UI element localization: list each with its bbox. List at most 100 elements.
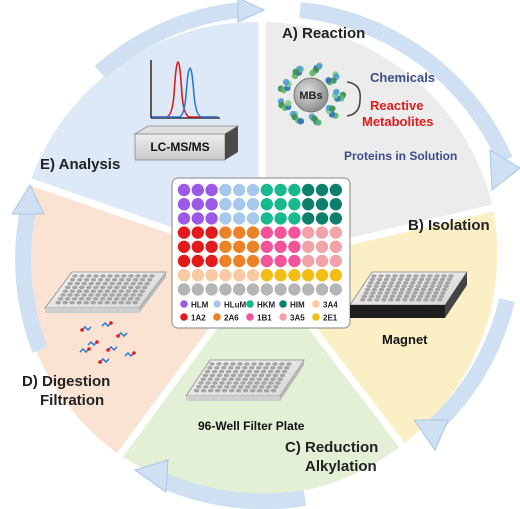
reaction-step: A) Reaction MBs Chemicals Reactive Metab… — [277, 25, 457, 163]
plate-well — [246, 226, 260, 239]
plate-well — [191, 240, 204, 253]
plate-well — [260, 240, 273, 253]
plate-well — [260, 254, 273, 268]
plate-well — [315, 212, 329, 225]
plate-well — [302, 240, 315, 253]
plate-well — [260, 212, 273, 225]
plate-well — [219, 183, 232, 197]
plate-well — [246, 269, 260, 282]
plate-well — [288, 183, 301, 197]
digestion-step: D) Digestion Filtration — [22, 271, 167, 409]
plate-well — [205, 226, 218, 239]
arrow-reaction-to-isolation — [299, 2, 513, 164]
arrowhead-isolation — [413, 419, 449, 452]
plate-well — [274, 198, 287, 211]
plate-well — [177, 269, 191, 282]
legend-label: 1A2 — [191, 313, 206, 322]
bracket-icon — [346, 81, 362, 117]
legend-swatch — [246, 300, 254, 308]
reduction-step: 96-Well Filter Plate C) Reduction Alkyla… — [185, 359, 378, 475]
analysis-title: E) Analysis — [40, 156, 120, 173]
plate-well — [246, 254, 260, 268]
plate-well — [288, 240, 301, 253]
plate-well — [191, 183, 204, 197]
arrow-reduction-to-digestion — [154, 470, 307, 509]
plate-well — [177, 254, 191, 268]
plate-well — [219, 212, 232, 225]
legend-label: 2E1 — [323, 313, 338, 322]
plate-well — [177, 212, 191, 225]
digestion-title-line2: Filtration — [40, 392, 104, 409]
plate-well — [315, 226, 329, 239]
plate-well — [315, 240, 329, 253]
legend-label: HIM — [290, 300, 305, 309]
filter-plate-label: 96-Well Filter Plate — [198, 419, 305, 433]
plate-well — [315, 269, 329, 282]
plate-well — [315, 198, 329, 211]
plate-well — [191, 198, 204, 211]
plate-well — [233, 183, 246, 197]
peptide-fragments-icon — [79, 321, 136, 364]
plate-well — [274, 254, 287, 268]
legend-swatch — [213, 300, 221, 308]
legend-swatch — [180, 313, 188, 321]
plate-well — [246, 198, 260, 211]
lcms-instrument-icon — [133, 125, 240, 161]
plate-well — [329, 283, 342, 296]
plate-well — [288, 254, 301, 268]
plate-well — [219, 254, 232, 268]
reactive-label-line2: Metabolites — [362, 114, 434, 129]
legend-label: 2A6 — [224, 313, 239, 322]
magnetic-bead-icon — [293, 77, 329, 113]
plate-well — [260, 269, 273, 282]
plate-well — [177, 283, 191, 296]
plate-well — [177, 183, 191, 197]
plate-well — [302, 212, 315, 225]
plate-well — [191, 269, 204, 282]
plate-well — [302, 283, 315, 296]
plate-well — [302, 198, 315, 211]
plate-well — [329, 226, 342, 239]
arrowhead-reaction — [489, 149, 520, 191]
plate-well — [288, 198, 301, 211]
isolation-step: B) Isolation Magnet — [349, 217, 490, 347]
chromatogram-icon — [150, 60, 220, 119]
plate-well — [260, 226, 273, 239]
plate-well — [233, 198, 246, 211]
plate-well — [219, 226, 232, 239]
plate-well — [274, 212, 287, 225]
plate-well — [274, 240, 287, 253]
arrow-analysis-to-reaction — [94, 2, 241, 79]
plate-well — [288, 269, 301, 282]
plate-well — [274, 183, 287, 197]
plate-well — [329, 240, 342, 253]
plate-well — [329, 198, 342, 211]
legend-label: HLuM — [224, 300, 247, 309]
protein-cluster-icon — [277, 62, 347, 126]
plate-well — [329, 269, 342, 282]
plate-well — [205, 283, 218, 296]
plate-well — [205, 183, 218, 197]
plate-well — [329, 254, 342, 268]
plate-well — [219, 240, 232, 253]
plate-well — [233, 226, 246, 239]
arrow-isolation-to-reduction — [424, 298, 515, 436]
arrowhead-analysis — [237, 0, 266, 23]
digestion-title-line1: D) Digestion — [22, 373, 110, 390]
legend-swatch — [246, 313, 254, 321]
plate-well — [205, 240, 218, 253]
plate-well — [177, 240, 191, 253]
plate-well — [260, 283, 273, 296]
plate-well — [233, 212, 246, 225]
plate-well — [315, 283, 329, 296]
plate-well — [233, 283, 246, 296]
plate-well — [302, 183, 315, 197]
plate-well — [302, 254, 315, 268]
chemicals-label: Chemicals — [370, 70, 435, 85]
lcms-label: LC-MS/MS — [150, 140, 209, 154]
magnet-plate-icon — [349, 271, 468, 318]
plate-well — [260, 198, 273, 211]
plate-well — [274, 269, 287, 282]
mbs-label: MBs — [299, 90, 322, 102]
